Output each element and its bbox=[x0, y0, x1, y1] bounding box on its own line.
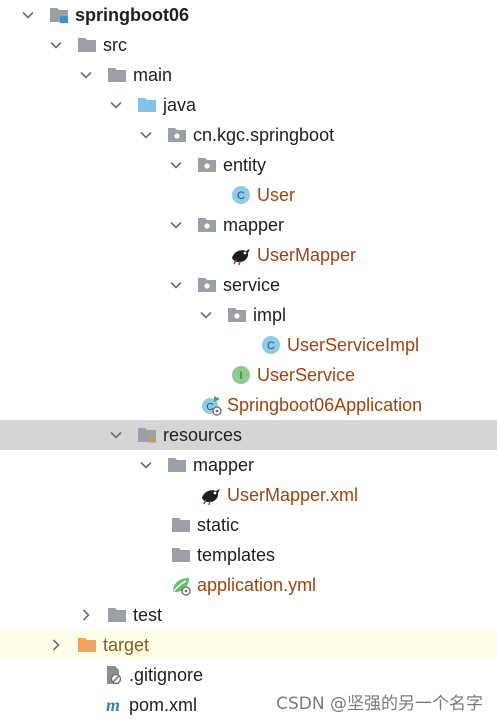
tree-label: mapper bbox=[223, 214, 285, 235]
source-folder-icon bbox=[136, 94, 158, 116]
tree-item-test[interactable]: test bbox=[0, 600, 497, 630]
chevron-down-icon[interactable] bbox=[80, 69, 92, 81]
tree-item-java[interactable]: java bbox=[0, 90, 497, 120]
chevron-down-icon[interactable] bbox=[22, 9, 34, 21]
chevron-down-icon[interactable] bbox=[140, 129, 152, 141]
mybatis-bird-icon bbox=[230, 244, 252, 266]
svg-text:C: C bbox=[237, 190, 245, 202]
chevron-right-icon[interactable] bbox=[80, 609, 92, 621]
tree-label: static bbox=[197, 514, 240, 535]
tree-item-pom[interactable]: m pom.xml bbox=[0, 690, 497, 720]
tree-item-application-yml[interactable]: application.yml bbox=[0, 570, 497, 600]
tree-item-springboot06[interactable]: springboot06 bbox=[0, 0, 497, 30]
tree-label: UserMapper bbox=[257, 244, 357, 265]
tree-label: java bbox=[163, 94, 197, 115]
folder-icon bbox=[76, 34, 98, 56]
chevron-down-icon[interactable] bbox=[200, 309, 212, 321]
tree-label: UserMapper.xml bbox=[227, 484, 359, 505]
tree-item-gitignore[interactable]: .gitignore bbox=[0, 660, 497, 690]
tree-label: UserServiceImpl bbox=[287, 334, 420, 355]
class-icon: C bbox=[260, 334, 282, 356]
tree-item-target[interactable]: target bbox=[0, 630, 497, 660]
mybatis-bird-icon bbox=[200, 484, 222, 506]
folder-icon bbox=[106, 64, 128, 86]
tree-item-user[interactable]: C User bbox=[0, 180, 497, 210]
chevron-down-icon[interactable] bbox=[170, 159, 182, 171]
chevron-down-icon[interactable] bbox=[110, 429, 122, 441]
tree-label: service bbox=[223, 274, 281, 295]
spring-boot-class-icon: C bbox=[200, 394, 222, 416]
tree-label: entity bbox=[223, 154, 267, 175]
tree-label: .gitignore bbox=[129, 664, 204, 685]
chevron-down-icon[interactable] bbox=[110, 99, 122, 111]
tree-label: main bbox=[133, 64, 173, 85]
tree-label: test bbox=[133, 604, 163, 625]
excluded-folder-icon bbox=[76, 634, 98, 656]
tree-label: target bbox=[103, 634, 150, 655]
chevron-down-icon[interactable] bbox=[170, 219, 182, 231]
package-icon bbox=[196, 154, 218, 176]
tree-item-templates[interactable]: templates bbox=[0, 540, 497, 570]
resources-folder-icon bbox=[136, 424, 158, 446]
tree-item-entity[interactable]: entity bbox=[0, 150, 497, 180]
tree-label: springboot06 bbox=[75, 4, 190, 25]
tree-item-impl[interactable]: impl bbox=[0, 300, 497, 330]
tree-item-user-service-impl[interactable]: C UserServiceImpl bbox=[0, 330, 497, 360]
tree-item-service[interactable]: service bbox=[0, 270, 497, 300]
chevron-down-icon[interactable] bbox=[170, 279, 182, 291]
tree-item-user-mapper[interactable]: UserMapper bbox=[0, 240, 497, 270]
tree-item-src[interactable]: src bbox=[0, 30, 497, 60]
folder-icon bbox=[170, 544, 192, 566]
tree-label: UserService bbox=[257, 364, 356, 385]
chevron-right-icon[interactable] bbox=[50, 639, 62, 651]
tree-item-user-mapper-xml[interactable]: UserMapper.xml bbox=[0, 480, 497, 510]
tree-label: impl bbox=[253, 304, 287, 325]
tree-item-main[interactable]: main bbox=[0, 60, 497, 90]
ignore-file-icon bbox=[102, 664, 124, 686]
package-icon bbox=[196, 274, 218, 296]
svg-text:C: C bbox=[206, 402, 213, 413]
package-icon bbox=[166, 124, 188, 146]
tree-label: mapper bbox=[193, 454, 255, 475]
class-icon: C bbox=[230, 184, 252, 206]
folder-icon bbox=[170, 514, 192, 536]
interface-icon: I bbox=[230, 364, 252, 386]
chevron-down-icon[interactable] bbox=[140, 459, 152, 471]
tree-label: pom.xml bbox=[129, 694, 198, 715]
tree-label: User bbox=[257, 184, 296, 205]
module-folder-icon bbox=[48, 4, 70, 26]
svg-text:C: C bbox=[267, 340, 275, 352]
package-icon bbox=[196, 214, 218, 236]
svg-text:m: m bbox=[106, 695, 120, 715]
tree-item-static[interactable]: static bbox=[0, 510, 497, 540]
chevron-down-icon[interactable] bbox=[50, 39, 62, 51]
tree-item-mapper-package[interactable]: mapper bbox=[0, 210, 497, 240]
maven-icon: m bbox=[102, 694, 124, 716]
svg-text:I: I bbox=[239, 370, 242, 382]
spring-config-icon bbox=[170, 574, 192, 596]
tree-label: application.yml bbox=[197, 574, 317, 595]
tree-item-package[interactable]: cn.kgc.springboot bbox=[0, 120, 497, 150]
tree-label: resources bbox=[163, 424, 243, 445]
folder-icon bbox=[106, 604, 128, 626]
tree-label: templates bbox=[197, 544, 276, 565]
tree-label: src bbox=[103, 34, 127, 55]
package-icon bbox=[226, 304, 248, 326]
tree-item-resources[interactable]: resources bbox=[0, 420, 497, 450]
watermark: CSDN @坚强的另一个名字 bbox=[276, 694, 483, 714]
tree-item-user-service[interactable]: I UserService bbox=[0, 360, 497, 390]
tree-label: Springboot06Application bbox=[227, 394, 423, 415]
tree-label: cn.kgc.springboot bbox=[193, 124, 335, 145]
tree-item-resources-mapper[interactable]: mapper bbox=[0, 450, 497, 480]
folder-icon bbox=[166, 454, 188, 476]
tree-item-application-class[interactable]: C Springboot06Application bbox=[0, 390, 497, 420]
